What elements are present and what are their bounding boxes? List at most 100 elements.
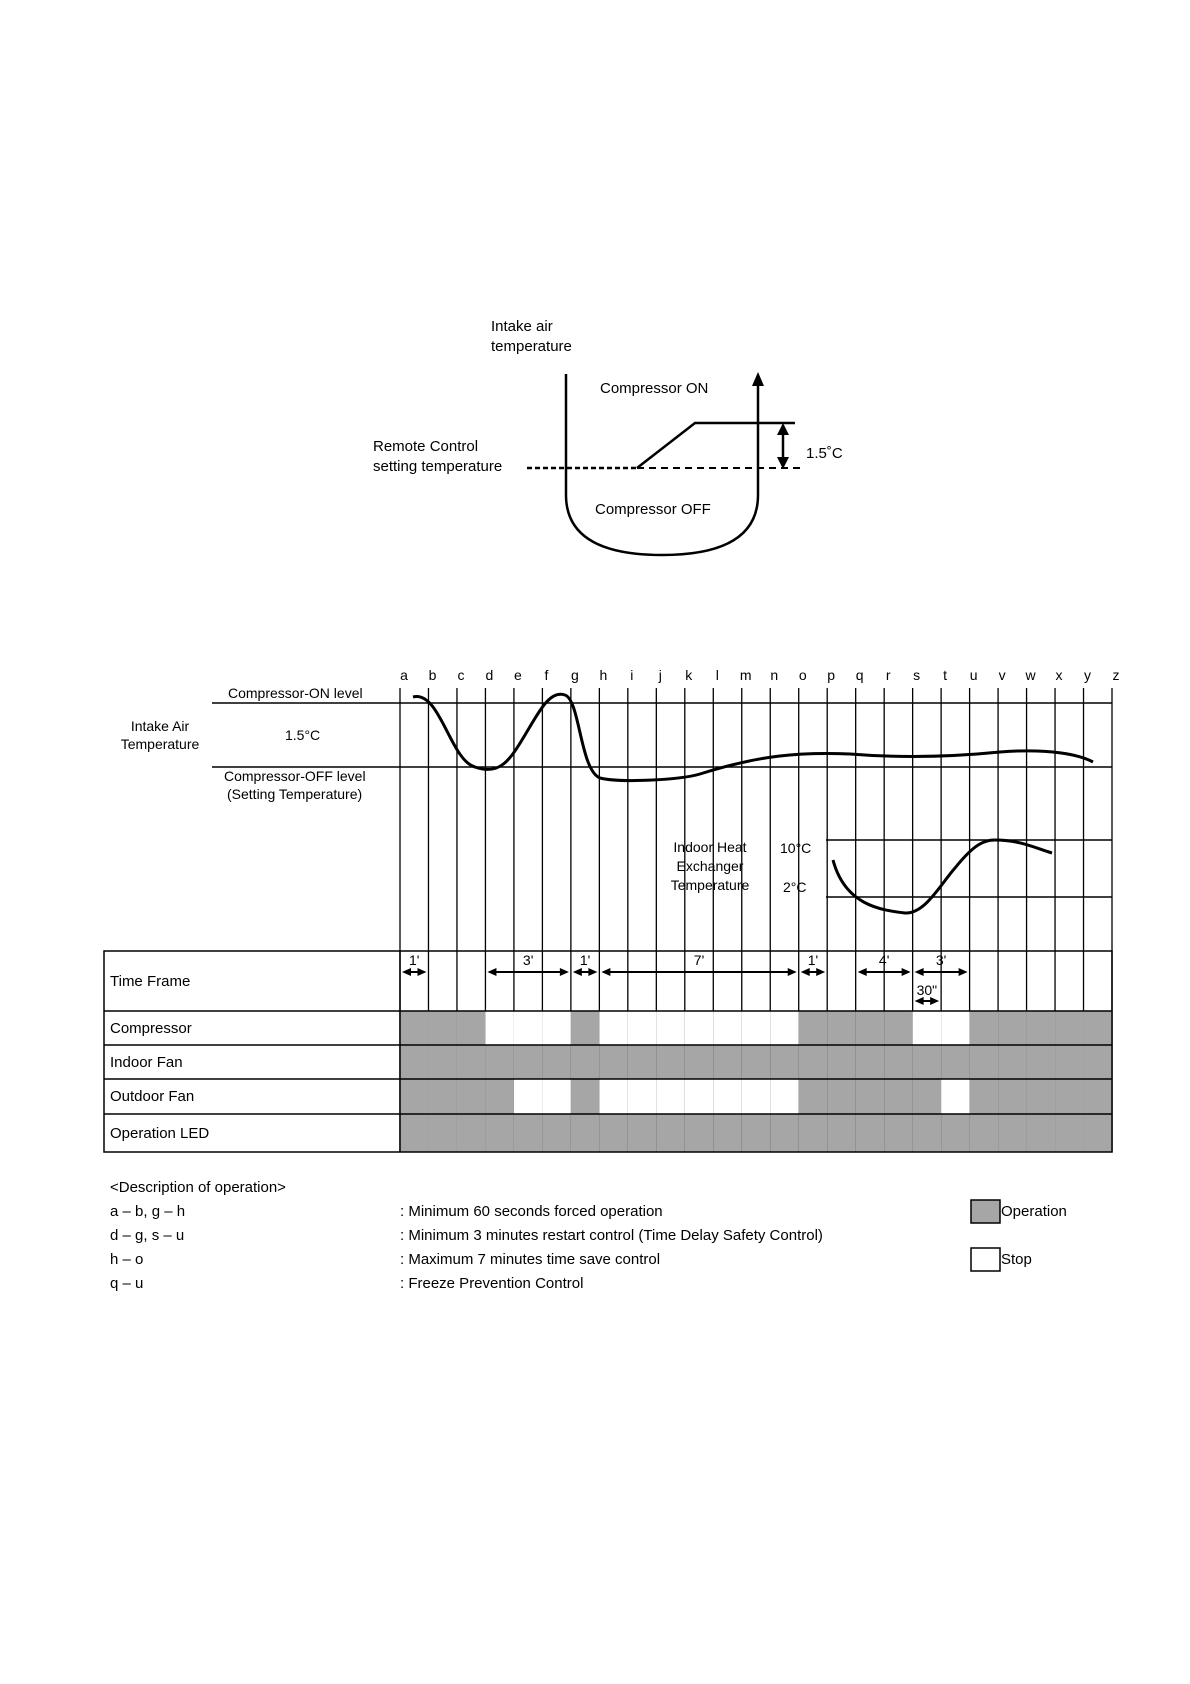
cell-operation-led-w xyxy=(1026,1114,1056,1152)
column-letter-o: o xyxy=(799,667,807,683)
cell-outdoor-fan-k xyxy=(684,1079,714,1114)
time-span-arrow-right xyxy=(559,968,569,976)
hex-label-line1: Indoor Heat xyxy=(673,839,746,855)
column-letter-z: z xyxy=(1113,667,1120,683)
compressor-on-arrow-head xyxy=(752,372,764,386)
cell-operation-led-g xyxy=(570,1114,600,1152)
cell-compressor-d xyxy=(485,1011,514,1045)
cell-indoor-fan-j xyxy=(656,1045,685,1079)
cell-compressor-b xyxy=(428,1011,457,1045)
cell-indoor-fan-y xyxy=(1083,1045,1112,1079)
compressor-off-level-label-line1: Compressor-OFF level xyxy=(224,768,366,784)
cell-operation-led-i xyxy=(627,1114,657,1152)
cell-indoor-fan-m xyxy=(741,1045,771,1079)
time-span-arrow-left xyxy=(857,968,867,976)
row-label-outdoor-fan: Outdoor Fan xyxy=(110,1088,194,1105)
cell-compressor-g xyxy=(570,1011,600,1045)
intake-air-temperature-curve xyxy=(412,692,1094,783)
cell-operation-led-k xyxy=(684,1114,714,1152)
cell-compressor-e xyxy=(513,1011,543,1045)
cell-compressor-i xyxy=(627,1011,657,1045)
cell-compressor-f xyxy=(542,1011,571,1045)
intake-air-label-line1: Intake Air xyxy=(131,718,190,734)
cell-outdoor-fan-p xyxy=(827,1079,856,1114)
cell-outdoor-fan-f xyxy=(542,1079,571,1114)
time-span-arrow-left xyxy=(601,968,611,976)
time-span-d-g: 3' xyxy=(487,952,569,976)
column-letter-g: g xyxy=(571,667,579,683)
cell-outdoor-fan-d xyxy=(485,1079,514,1114)
time-span-label: 1' xyxy=(808,952,818,968)
column-letter-t: t xyxy=(943,667,947,683)
description-range-4: q – u xyxy=(110,1275,143,1292)
time-span-s-t: 30" xyxy=(914,982,940,1005)
time-span-arrow-left xyxy=(914,997,924,1005)
description-text-4: : Freeze Prevention Control xyxy=(400,1275,583,1292)
cell-operation-led-f xyxy=(542,1114,571,1152)
column-letter-m: m xyxy=(740,667,752,683)
column-letter-c: c xyxy=(457,667,464,683)
cell-indoor-fan-l xyxy=(713,1045,742,1079)
cell-operation-led-o xyxy=(798,1114,828,1152)
cell-compressor-q xyxy=(855,1011,885,1045)
time-span-g-h: 1' xyxy=(572,952,598,976)
cell-compressor-j xyxy=(656,1011,685,1045)
time-span-a-b: 1' xyxy=(402,952,427,976)
cell-indoor-fan-d xyxy=(485,1045,514,1079)
row-label-operation-led: Operation LED xyxy=(110,1125,209,1142)
cell-outdoor-fan-t xyxy=(941,1079,970,1114)
time-span-label: 1' xyxy=(580,952,590,968)
cell-outdoor-fan-x xyxy=(1055,1079,1084,1114)
cell-outdoor-fan-n xyxy=(770,1079,799,1114)
column-letter-l: l xyxy=(716,667,719,683)
cell-outdoor-fan-e xyxy=(513,1079,543,1114)
time-span-label: 4' xyxy=(879,952,889,968)
cell-indoor-fan-a xyxy=(400,1045,429,1079)
setting-temp-label-line2: setting temperature xyxy=(373,458,502,475)
cell-outdoor-fan-j xyxy=(656,1079,685,1114)
cell-compressor-p xyxy=(827,1011,856,1045)
cell-operation-led-e xyxy=(513,1114,543,1152)
time-span-arrow-left xyxy=(487,968,497,976)
time-span-label: 3' xyxy=(936,952,946,968)
column-letter-a: a xyxy=(400,667,408,683)
cell-outdoor-fan-w xyxy=(1026,1079,1056,1114)
cell-operation-led-u xyxy=(969,1114,999,1152)
column-letter-u: u xyxy=(970,667,978,683)
cell-indoor-fan-h xyxy=(599,1045,628,1079)
intake-air-axis-label-line1: Intake air xyxy=(491,318,553,335)
cell-operation-led-s xyxy=(912,1114,942,1152)
compressor-off-region-outline xyxy=(564,374,760,557)
cell-indoor-fan-c xyxy=(456,1045,486,1079)
legend-stop-swatch xyxy=(970,1247,1001,1272)
cell-outdoor-fan-l xyxy=(713,1079,742,1114)
time-span-arrow-right xyxy=(588,968,598,976)
cell-operation-led-l xyxy=(713,1114,742,1152)
table-border xyxy=(103,950,1113,1153)
cell-operation-led-n xyxy=(770,1114,799,1152)
cell-compressor-r xyxy=(884,1011,913,1045)
intake-air-axis-label-line2: temperature xyxy=(491,338,572,355)
cell-indoor-fan-s xyxy=(912,1045,942,1079)
time-span-h-o: 7' xyxy=(601,952,797,976)
cell-compressor-c xyxy=(456,1011,486,1045)
legend-stop-label: Stop xyxy=(1001,1251,1032,1268)
cell-indoor-fan-i xyxy=(627,1045,657,1079)
time-span-label: 1' xyxy=(409,952,419,968)
column-letter-k: k xyxy=(685,667,693,683)
column-letter-b: b xyxy=(429,667,437,683)
description-range-3: h – o xyxy=(110,1251,143,1268)
cell-operation-led-d xyxy=(485,1114,514,1152)
cell-compressor-a xyxy=(400,1011,429,1045)
cell-indoor-fan-f xyxy=(542,1045,571,1079)
cell-indoor-fan-g xyxy=(570,1045,600,1079)
cell-compressor-m xyxy=(741,1011,771,1045)
cell-compressor-u xyxy=(969,1011,999,1045)
cell-outdoor-fan-b xyxy=(428,1079,457,1114)
cell-operation-led-p xyxy=(827,1114,856,1152)
row-label-indoor-fan: Indoor Fan xyxy=(110,1054,183,1071)
description-text-2: : Minimum 3 minutes restart control (Tim… xyxy=(400,1227,823,1244)
cell-indoor-fan-u xyxy=(969,1045,999,1079)
column-letter-y: y xyxy=(1084,667,1091,683)
